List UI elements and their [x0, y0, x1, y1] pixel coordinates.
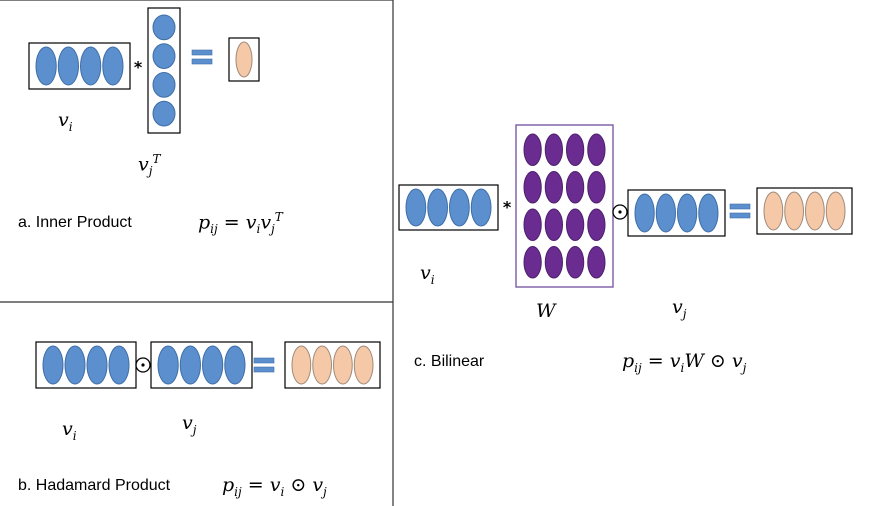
- vector-circle: [333, 345, 353, 385]
- vector-circle: [291, 345, 312, 385]
- panel-b-right-vector: [150, 341, 253, 389]
- vector-circle: [202, 345, 224, 385]
- vector-circle: [80, 46, 102, 86]
- vector-circle: [108, 345, 130, 385]
- equals-bar-bottom: [253, 366, 275, 373]
- matrix-circle: [523, 208, 542, 241]
- panel-b-formula: pij = vi ⊙ vj: [222, 474, 327, 499]
- panel-a-caption: a. Inner Product: [18, 214, 132, 231]
- vector-circle: [405, 188, 427, 227]
- panel-a-vjT-label: vjT: [138, 152, 161, 179]
- vector-circle: [784, 191, 804, 231]
- panel-c-left-vector: [398, 184, 499, 231]
- vector-circle: [470, 188, 492, 227]
- diagram-shapes: **: [28, 7, 853, 389]
- vector-circle: [157, 345, 179, 385]
- panel-c-formula: pij = viW ⊙ vj: [622, 350, 747, 375]
- vector-circle: [102, 46, 124, 86]
- vector-circle: [179, 345, 201, 385]
- matrix-circle: [523, 133, 542, 166]
- panel-b-left-vector: [35, 341, 137, 389]
- asterisk-icon: *: [503, 198, 512, 217]
- matrix-circle: [544, 171, 563, 204]
- vector-circle: [763, 191, 784, 231]
- vector-circle: [152, 100, 176, 127]
- vector-circle: [449, 188, 470, 227]
- vector-circle: [698, 193, 719, 233]
- vector-circle: [634, 193, 655, 233]
- equals-bar-top: [729, 203, 751, 210]
- circle-dot-icon: [612, 204, 628, 220]
- vector-circle: [57, 46, 79, 86]
- panel-c-vi-label: vi: [420, 262, 435, 287]
- matrix-circle: [544, 133, 563, 166]
- vector-circle: [235, 41, 253, 78]
- matrix-circle: [544, 208, 563, 241]
- panel-c-vj-label: vj: [672, 296, 687, 321]
- matrix-circle: [587, 133, 606, 166]
- matrix-circle: [587, 208, 606, 241]
- asterisk-icon: *: [134, 58, 143, 77]
- matrix-circle: [566, 171, 585, 204]
- vector-circle: [655, 193, 676, 233]
- panel-a-formula: pij = vivjT: [198, 210, 283, 237]
- matrix-circle: [523, 171, 542, 204]
- equals-bar-top: [191, 49, 213, 56]
- vector-circle: [805, 191, 825, 231]
- vector-circle: [42, 345, 64, 385]
- vector-circle: [353, 345, 374, 385]
- panel-b-result: [284, 341, 381, 389]
- vector-circle: [64, 345, 86, 385]
- matrix-circle: [544, 246, 563, 279]
- panel-b-vj-label: vj: [182, 412, 197, 437]
- circle-center-dot: [618, 210, 622, 214]
- panel-c-caption: c. Bilinear: [414, 353, 485, 370]
- equals-bar-bottom: [191, 58, 213, 65]
- panel-a-col-vector: [147, 7, 181, 134]
- matrix-circle: [523, 246, 542, 279]
- vector-circle: [224, 345, 246, 385]
- panel-b-vi-label: vi: [62, 418, 77, 443]
- equals-icon: [191, 49, 213, 65]
- equals-bar-bottom: [729, 212, 751, 219]
- vector-circle: [152, 43, 176, 69]
- equals-icon: [729, 203, 751, 219]
- vector-circle: [825, 191, 846, 231]
- panel-a-row-vector: [28, 42, 131, 90]
- vector-circle: [427, 188, 448, 227]
- vector-circle: [86, 345, 108, 385]
- vector-circle: [152, 14, 176, 41]
- matrix-circle: [566, 208, 585, 241]
- panel-a-result: [228, 37, 260, 82]
- panel-a-vi-label: vi: [58, 109, 73, 134]
- panel-c-result: [756, 187, 853, 235]
- vector-circle: [677, 193, 698, 233]
- equals-icon: [253, 357, 275, 373]
- panel-c-matrix: [515, 124, 614, 288]
- matrix-circle: [587, 171, 606, 204]
- matrix-circle: [566, 133, 585, 166]
- circle-dot-icon: [135, 357, 151, 373]
- panel-c-right-vector: [627, 189, 726, 237]
- vector-circle: [35, 46, 57, 86]
- matrix-circle: [566, 246, 585, 279]
- panel-c-W-label: W: [536, 300, 556, 322]
- matrix-circle: [587, 246, 606, 279]
- vector-circle: [312, 345, 332, 385]
- circle-center-dot: [141, 363, 145, 367]
- panel-b-caption: b. Hadamard Product: [18, 477, 171, 494]
- equals-bar-top: [253, 357, 275, 364]
- vector-circle: [152, 72, 176, 98]
